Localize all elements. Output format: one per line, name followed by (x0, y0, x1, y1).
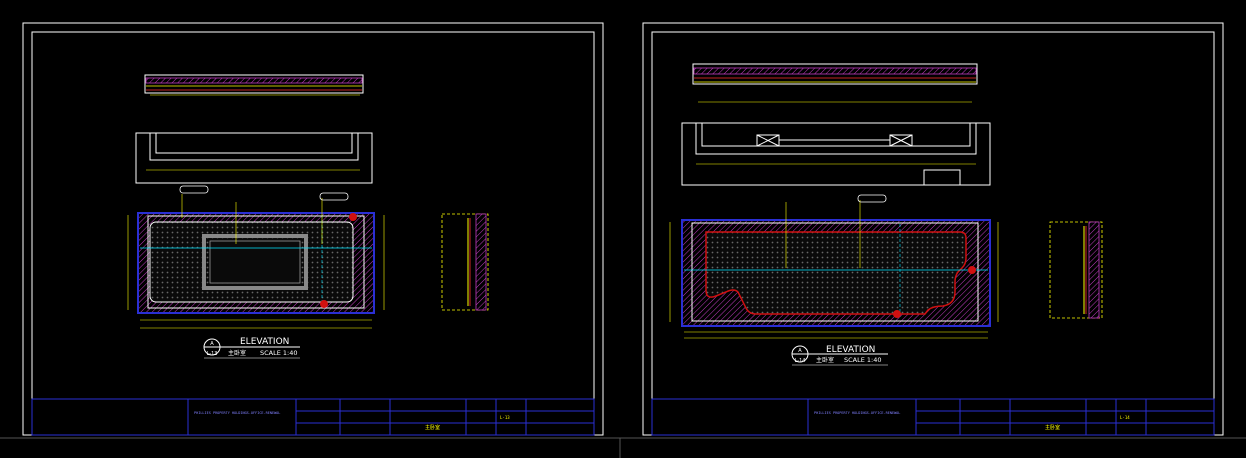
title-block-drawing-name: 主卧室 (1045, 424, 1060, 431)
title-block-project: PHILLIES PROPERTY HOLDINGS-OFFICE-RENEWA… (194, 411, 280, 415)
drawing-scale: SCALE 1:40 (260, 349, 298, 357)
title-block-drawing-name: 主卧室 (425, 424, 440, 431)
marker-letter: A (210, 341, 214, 347)
drawing-label-cn: 主卧室 (816, 356, 834, 364)
drawing-title: ELEVATION (826, 345, 875, 355)
marker-sheet-ref: L-13 (207, 351, 218, 357)
title-block (651, 398, 1215, 436)
title-block-sheet-no: L-14 (1120, 415, 1130, 420)
marker-letter: A (798, 348, 802, 354)
title-block (31, 398, 595, 436)
main-elevation (669, 194, 999, 339)
sheet-left: PHILLIES PROPERTY HOLDINGS-OFFICE-RENEWA… (22, 22, 604, 436)
drawing-label (791, 345, 888, 366)
headboard-panel (705, 231, 967, 315)
ceiling-section (144, 74, 364, 96)
drawing-label-cn: 主卧室 (228, 349, 246, 357)
socket-marker (893, 310, 901, 318)
title-block-project: PHILLIES PROPERTY HOLDINGS-OFFICE-RENEWA… (814, 411, 900, 415)
drawing-label (203, 338, 300, 359)
plan-outline (135, 132, 373, 184)
sheet-drawing-frame (651, 31, 1215, 400)
title-block-sheet-no: L-13 (500, 415, 510, 420)
drawing-scale: SCALE 1:40 (844, 356, 882, 364)
ceiling-section (692, 63, 978, 103)
drawing-title: ELEVATION (240, 337, 289, 347)
mirror-frame (202, 234, 308, 290)
marker-sheet-ref: L-14 (795, 358, 806, 364)
plan-outline (681, 122, 991, 186)
sheet-right: PHILLIES PROPERTY HOLDINGS-OFFICE-RENEWA… (642, 22, 1224, 436)
side-section (441, 213, 489, 311)
side-section (1049, 221, 1103, 319)
main-elevation (127, 185, 385, 329)
socket-marker (320, 300, 328, 308)
